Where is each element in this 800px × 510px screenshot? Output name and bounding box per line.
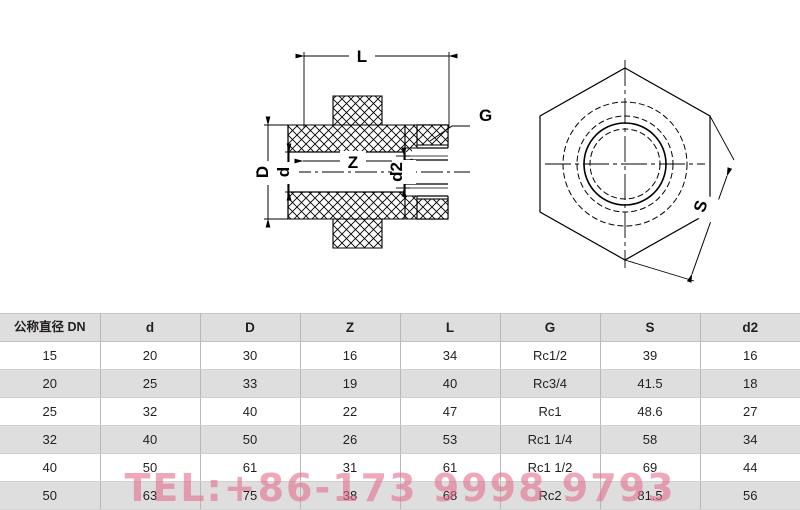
thread-section — [416, 124, 449, 220]
cell-L: 68 — [399, 481, 501, 510]
cell-D: 33 — [199, 369, 301, 398]
cell-L: 40 — [399, 369, 501, 398]
cell-D: 30 — [199, 341, 301, 370]
dimension-Z: Z — [294, 151, 413, 172]
table-row: 25 32 40 22 47 Rc1 48.6 27 — [0, 397, 800, 426]
col-header-S: S — [599, 313, 701, 342]
cell-d: 32 — [99, 397, 201, 426]
cell-D: 75 — [199, 481, 301, 510]
leader-G: G — [429, 106, 492, 142]
cell-G: Rc1 1/4 — [499, 425, 601, 454]
col-header-D: D — [199, 313, 301, 342]
table-row: 32 40 50 26 53 Rc1 1/4 58 34 — [0, 425, 800, 454]
cell-G: Rc2 — [499, 481, 601, 510]
cell-Z: 38 — [299, 481, 401, 510]
cell-d: 25 — [99, 369, 201, 398]
cell-L: 53 — [399, 425, 501, 454]
dimension-S: S — [624, 115, 735, 283]
dimension-d: d — [274, 143, 300, 201]
cell-G: Rc1 1/2 — [499, 453, 601, 482]
cell-Z: 19 — [299, 369, 401, 398]
cell-S: 41.5 — [599, 369, 701, 398]
cell-d2: 56 — [699, 481, 800, 510]
spec-table: 公称直径 DN d D Z L G S d2 15 20 30 16 34 Rc… — [0, 313, 800, 510]
cell-D: 50 — [199, 425, 301, 454]
section-hatching — [287, 95, 418, 249]
dimension-d2: d2 — [387, 147, 416, 197]
cell-D: 61 — [199, 453, 301, 482]
dimension-L: L — [295, 44, 458, 128]
dim-label-Z: Z — [348, 153, 358, 172]
technical-drawing-area: L D d Z — [253, 44, 735, 283]
cell-S: 48.6 — [599, 397, 701, 426]
technical-drawing-svg: L D d Z — [253, 44, 735, 283]
cell-d: 20 — [99, 341, 201, 370]
dim-label-G: G — [479, 106, 492, 125]
cell-D: 40 — [199, 397, 301, 426]
spec-table-header-row: 公称直径 DN d D Z L G S d2 — [0, 313, 800, 342]
col-header-d: d — [99, 313, 201, 342]
cell-d2: 44 — [699, 453, 800, 482]
cell-S: 58 — [599, 425, 701, 454]
cell-d2: 27 — [699, 397, 800, 426]
table-row: 20 25 33 19 40 Rc3/4 41.5 18 — [0, 369, 800, 398]
spec-table-head: 公称直径 DN d D Z L G S d2 — [0, 313, 800, 342]
cell-G: Rc3/4 — [499, 369, 601, 398]
cell-Z: 26 — [299, 425, 401, 454]
cell-Z: 16 — [299, 341, 401, 370]
cell-Z: 31 — [299, 453, 401, 482]
table-row: 40 50 61 31 61 Rc1 1/2 69 44 — [0, 453, 800, 482]
dim-label-d: d — [274, 167, 293, 177]
col-header-L: L — [399, 313, 501, 342]
dimension-D: D — [253, 116, 292, 228]
section-view: L D d Z — [253, 44, 492, 249]
cell-d2: 18 — [699, 369, 800, 398]
table-row: 15 20 30 16 34 Rc1/2 39 16 — [0, 341, 800, 370]
cell-d: 40 — [99, 425, 201, 454]
cell-dn: 15 — [0, 341, 101, 370]
cell-G: Rc1/2 — [499, 341, 601, 370]
spec-table-body: 15 20 30 16 34 Rc1/2 39 16 20 25 33 19 4… — [0, 341, 800, 510]
cell-S: 39 — [599, 341, 701, 370]
cell-d: 63 — [99, 481, 201, 510]
dim-label-D: D — [253, 166, 272, 178]
cell-L: 47 — [399, 397, 501, 426]
cell-L: 34 — [399, 341, 501, 370]
dim-label-S: S — [690, 198, 712, 215]
col-header-d2: d2 — [699, 313, 800, 342]
end-view: S — [539, 60, 735, 283]
cell-L: 61 — [399, 453, 501, 482]
cell-dn: 25 — [0, 397, 101, 426]
cell-dn: 40 — [0, 453, 101, 482]
cell-S: 69 — [599, 453, 701, 482]
cell-S: 81.5 — [599, 481, 701, 510]
table-row: 50 63 75 38 68 Rc2 81.5 56 — [0, 481, 800, 510]
col-header-Z: Z — [299, 313, 401, 342]
col-header-G: G — [499, 313, 601, 342]
cell-dn: 50 — [0, 481, 101, 510]
col-header-dn: 公称直径 DN — [0, 313, 101, 342]
cell-d: 50 — [99, 453, 201, 482]
spec-table-container: 公称直径 DN d D Z L G S d2 15 20 30 16 34 Rc… — [0, 313, 800, 510]
cell-G: Rc1 — [499, 397, 601, 426]
cell-d2: 16 — [699, 341, 800, 370]
dim-label-d2: d2 — [387, 162, 406, 182]
cell-Z: 22 — [299, 397, 401, 426]
dim-label-L: L — [357, 47, 367, 66]
cell-dn: 32 — [0, 425, 101, 454]
cell-dn: 20 — [0, 369, 101, 398]
cell-d2: 34 — [699, 425, 800, 454]
